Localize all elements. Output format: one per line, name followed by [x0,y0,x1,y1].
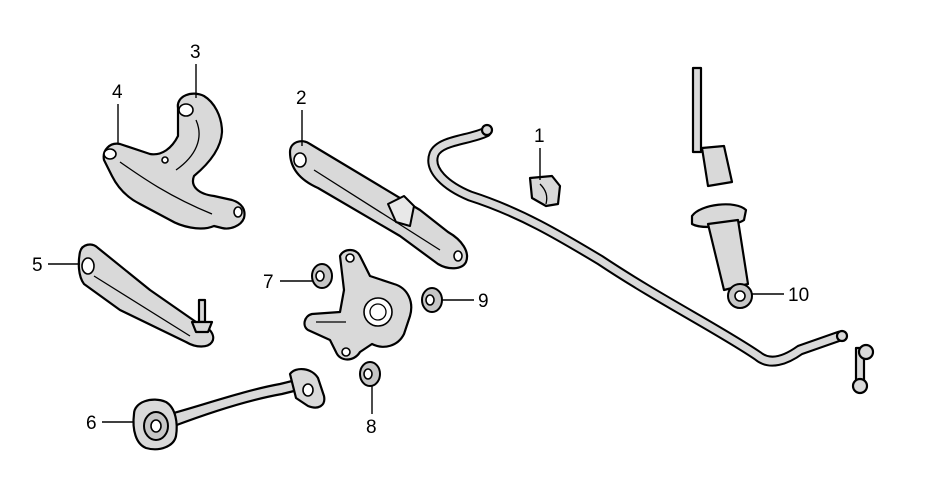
callout-1: 1 [534,126,545,147]
callout-5: 5 [32,255,43,276]
callout-6: 6 [86,413,97,434]
callout-4: 4 [112,82,123,103]
stabilizer-bar [427,123,849,367]
bushing-7 [311,263,333,289]
callout-3: 3 [190,42,201,63]
leader-lines [48,64,784,423]
stabilizer-bushing [528,174,562,208]
lower-arm [77,243,215,348]
shock-absorber [690,66,753,309]
callout-8: 8 [366,417,377,438]
knuckle [303,248,413,361]
bushing-8 [359,361,381,387]
callout-labels: 1 2 3 4 5 6 7 8 9 10 [32,42,809,438]
lateral-arm [288,140,469,270]
callout-9: 9 [478,291,489,312]
upper-control-arm [102,92,246,230]
callout-10: 10 [788,285,809,306]
bushing-9 [421,287,443,313]
toe-link-rod [132,368,326,451]
stabilizer-end-link [851,343,875,395]
callout-7: 7 [263,272,274,293]
callout-2: 2 [296,88,307,109]
